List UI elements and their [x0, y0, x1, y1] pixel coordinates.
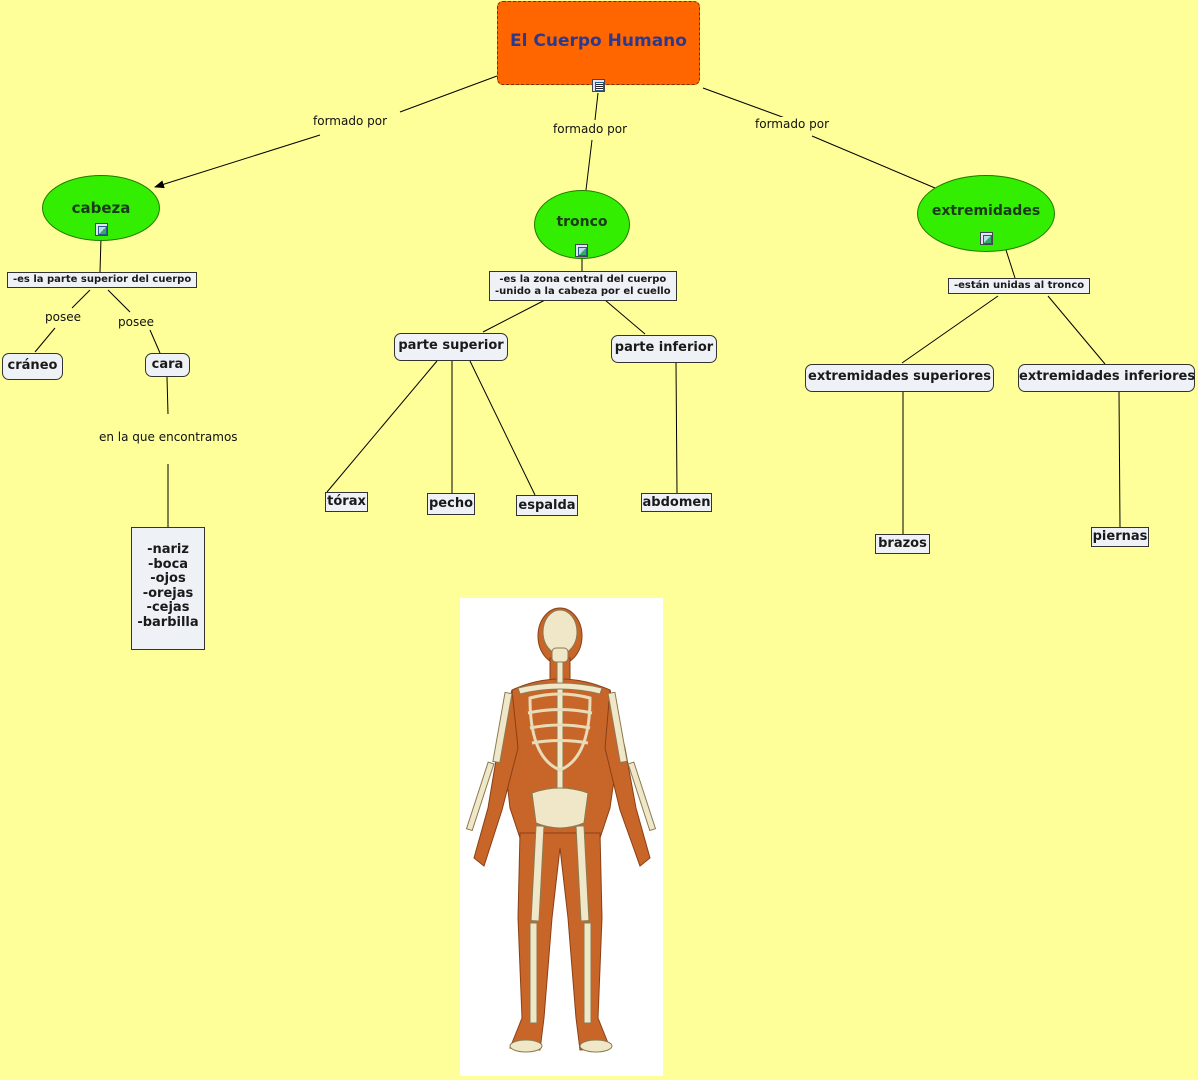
concept-espalda[interactable]: espalda — [516, 495, 578, 516]
cara-features-list[interactable]: -nariz -boca -ojos -orejas -cejas -barbi… — [131, 527, 205, 650]
human-skeleton-illustration — [465, 607, 657, 1053]
link-label-posee-craneo: posee — [43, 310, 83, 324]
list-item: -barbilla — [137, 614, 199, 630]
concept-pecho[interactable]: pecho — [427, 493, 475, 515]
extremidades-label: extremidades — [931, 203, 1041, 219]
link-label-formado-por-cabeza: formado por — [311, 114, 389, 128]
link-label-en-la-que-encontramos: en la que encontramos — [97, 430, 240, 444]
image-icon[interactable] — [980, 232, 993, 245]
concept-cara[interactable]: cara — [145, 353, 190, 377]
list-item: -nariz — [147, 542, 189, 557]
description-line: -unido a la cabeza por el cuello — [495, 286, 671, 297]
concept-brazos[interactable]: brazos — [875, 534, 930, 554]
concept-torax[interactable]: tórax — [325, 492, 368, 512]
concept-extremidades-inferiores[interactable]: extremidades inferiores — [1018, 364, 1195, 392]
description-line: -es la zona central del cuerpo — [499, 274, 667, 285]
link-label-posee-cara: posee — [116, 315, 156, 329]
image-icon[interactable] — [95, 223, 108, 236]
list-item: -cejas — [146, 600, 190, 616]
list-item: -boca — [147, 556, 189, 572]
concept-parte-inferior[interactable]: parte inferior — [611, 335, 717, 363]
concept-craneo[interactable]: cráneo — [2, 353, 63, 380]
tronco-description[interactable]: -es la zona central del cuerpo -unido a … — [489, 271, 677, 301]
list-item: -ojos — [150, 571, 186, 587]
concept-extremidades-superiores[interactable]: extremidades superiores — [805, 364, 994, 392]
concept-parte-superior[interactable]: parte superior — [394, 333, 508, 361]
root-title: El Cuerpo Humano — [510, 31, 687, 51]
document-icon[interactable] — [592, 79, 605, 92]
extremidades-description[interactable]: -están unidas al tronco — [948, 278, 1091, 294]
image-icon[interactable] — [575, 244, 588, 257]
skeleton-image — [460, 598, 663, 1076]
link-label-formado-por-tronco: formado por — [551, 122, 629, 136]
list-item: -orejas — [142, 585, 194, 601]
root-concept[interactable]: El Cuerpo Humano — [497, 1, 700, 85]
link-label-formado-por-extremidades: formado por — [753, 117, 831, 131]
concept-piernas[interactable]: piernas — [1091, 527, 1149, 547]
cabeza-description[interactable]: -es la parte superior del cuerpo — [7, 272, 198, 288]
cabeza-label: cabeza — [71, 199, 131, 217]
concept-abdomen[interactable]: abdomen — [641, 493, 712, 512]
tronco-label: tronco — [556, 214, 608, 230]
